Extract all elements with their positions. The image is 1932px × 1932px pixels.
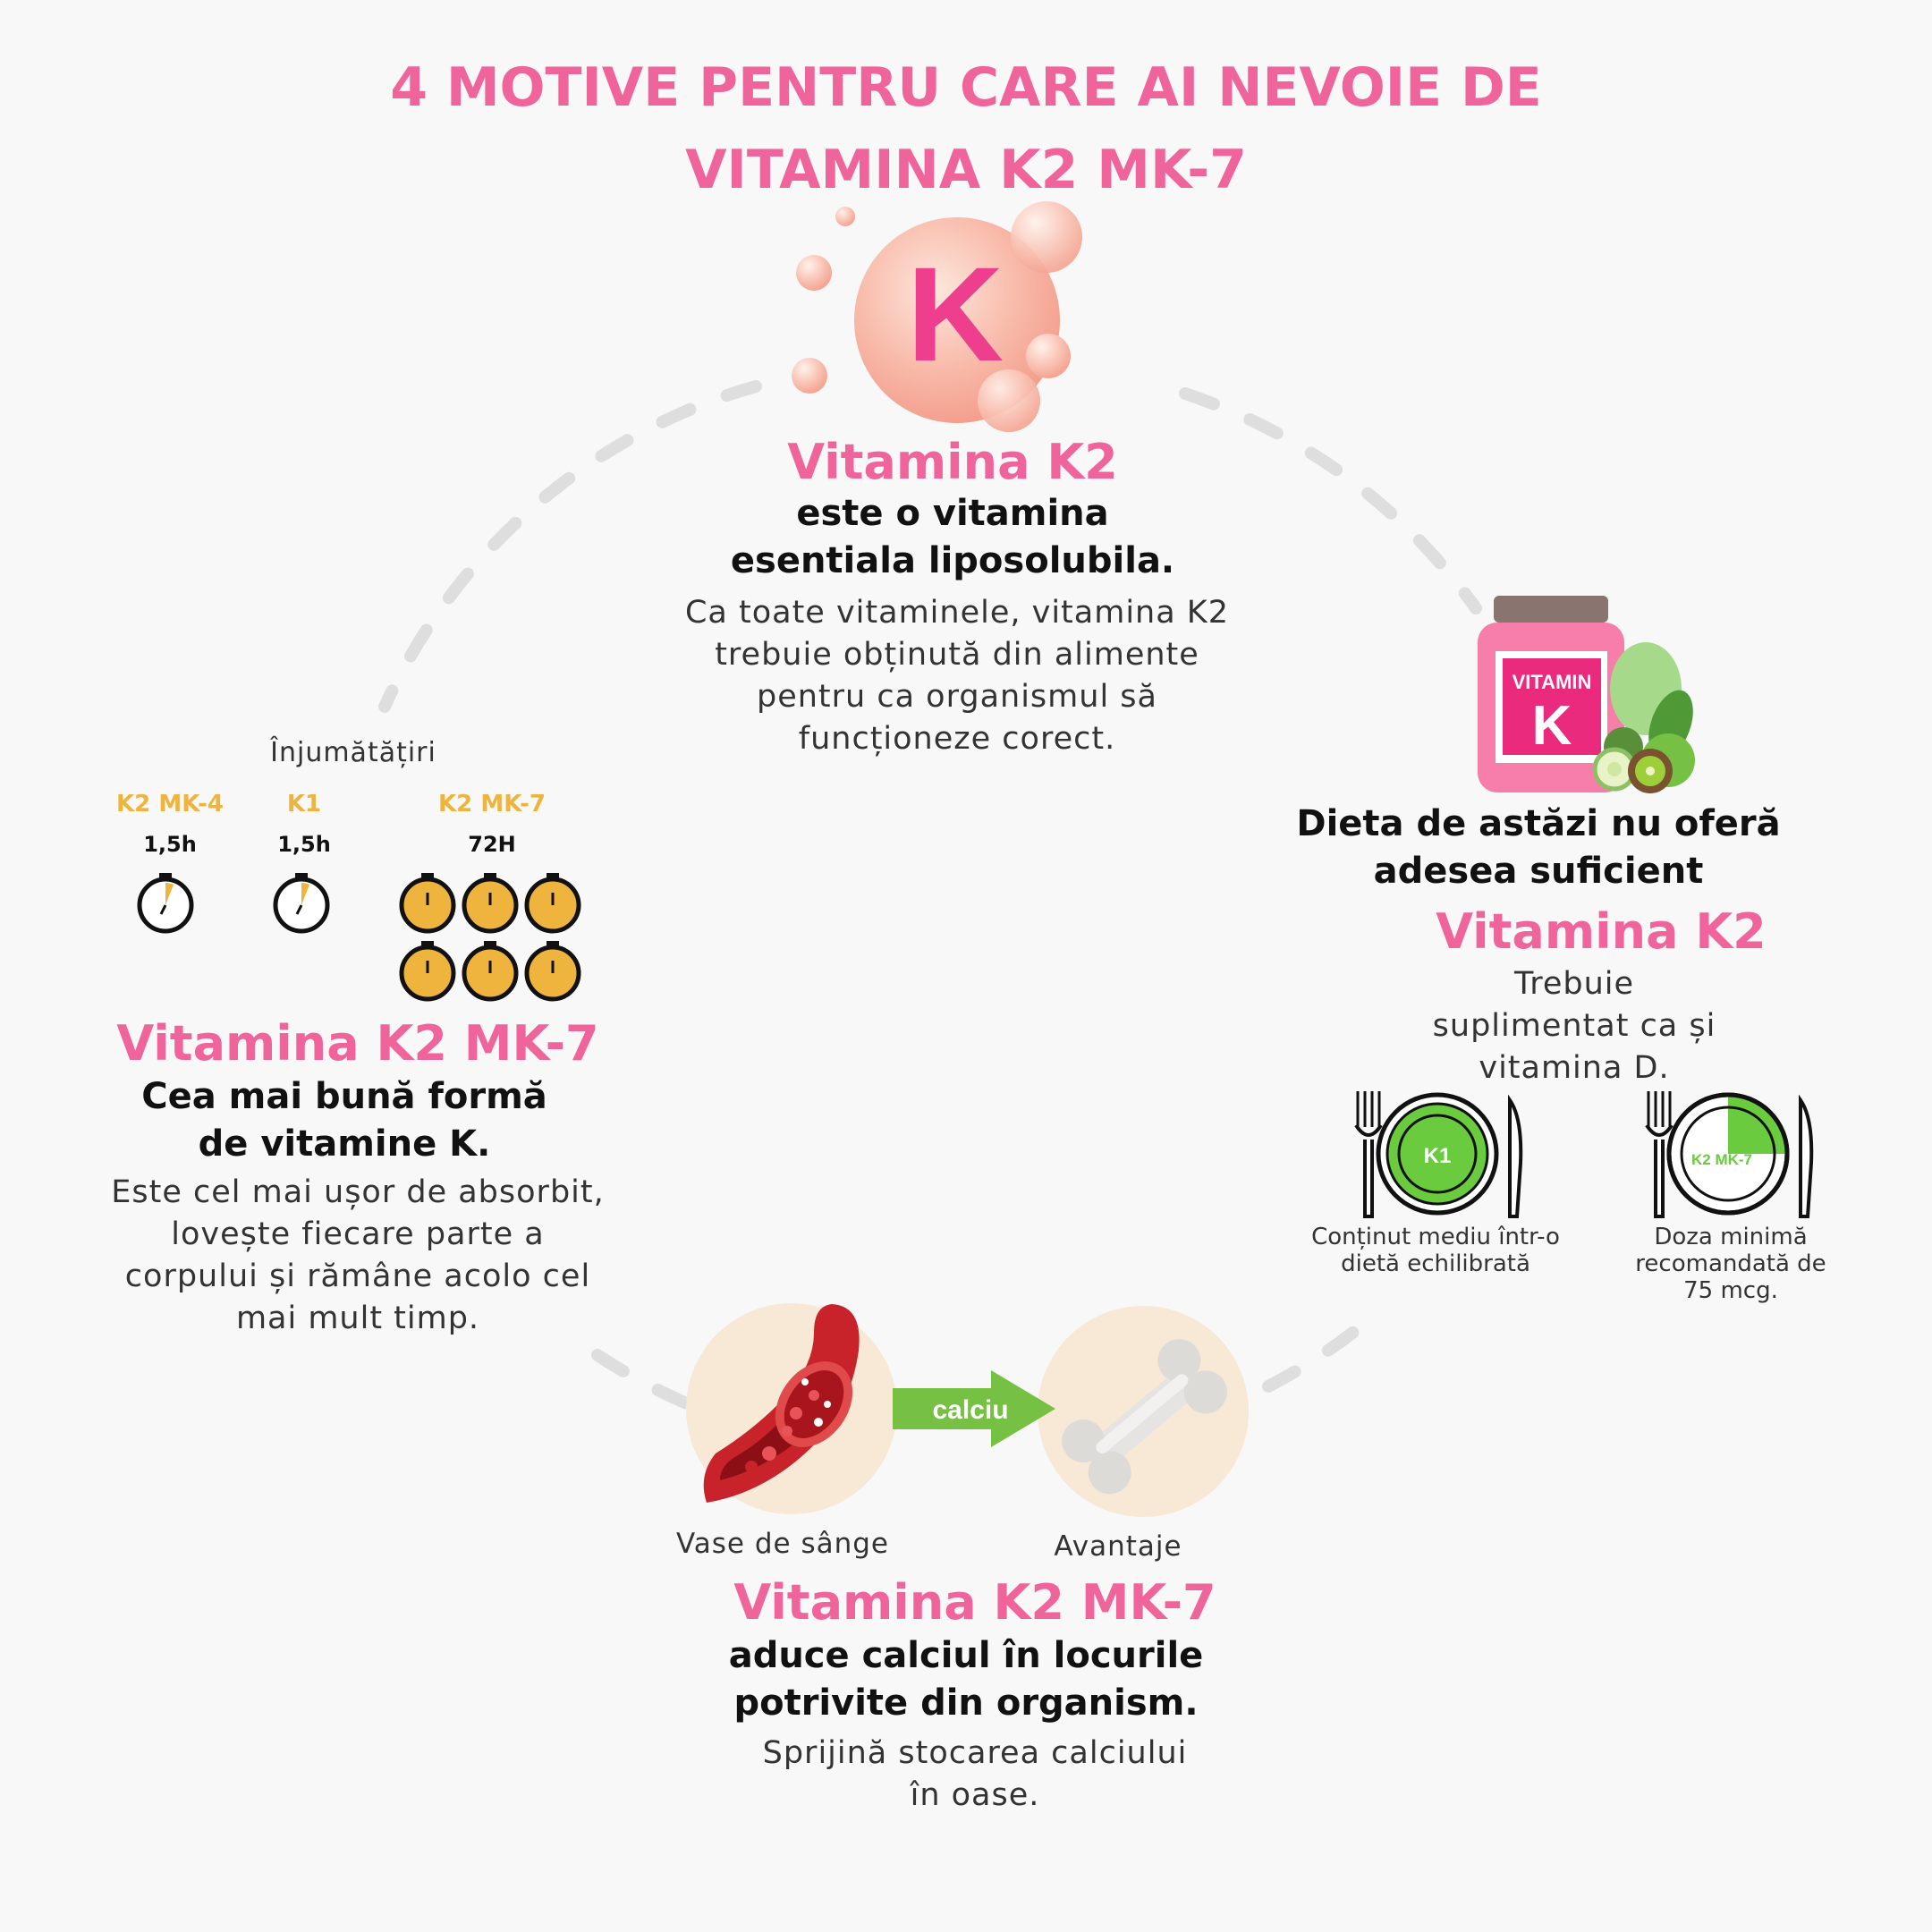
page-title: 4 MOTIVE PENTRU CARE AI NEVOIE DE VITAMI… — [161, 47, 1771, 211]
bottom-bold-line-1: aduce calciul în locurile — [728, 1635, 1204, 1676]
time-k1: 1,5h — [277, 832, 331, 857]
top-body-line: funcționeze corect. — [798, 721, 1116, 757]
plate-mk7-caption-line: Doza minimă — [1654, 1224, 1808, 1250]
vitamin-k-bubble-icon: K — [792, 201, 1082, 432]
bone-icon — [1062, 1339, 1227, 1495]
right-bold-text: Dieta de astăzi nu oferă adesea suficien… — [1288, 801, 1789, 895]
plates-comparison: K1 K2 MK-7 — [1354, 1091, 1814, 1218]
left-body-text: Este cel mai ușor de absorbit, lovește f… — [80, 1172, 635, 1340]
time-mk4: 1,5h — [143, 832, 197, 857]
plate-k1-caption-line: dietă echilibrată — [1341, 1250, 1530, 1277]
left-bold-line-2: de vitamine K. — [198, 1123, 491, 1165]
plate-k1-icon: K1 — [1354, 1091, 1523, 1218]
right-bold-line-2: adesea suficient — [1373, 851, 1704, 892]
form-name-mk4: K2 MK-4 — [116, 791, 224, 818]
plate-mk7-icon: K2 MK-7 — [1645, 1091, 1814, 1218]
stopwatch-mk7-icon — [399, 873, 456, 934]
left-heading: Vitamina K2 MK-7 — [116, 1015, 599, 1072]
top-bold-text: este o vitamina esentiala liposolubila. — [626, 490, 1279, 585]
stopwatch-mk7-icon — [524, 941, 581, 1002]
bottom-bold-text: aduce calciul în locurile potrivite din … — [644, 1632, 1288, 1727]
plate-mk7-caption-line: 75 mcg. — [1683, 1277, 1778, 1304]
title-line-2: VITAMINA K2 MK-7 — [685, 139, 1247, 201]
plate-k1-label: K1 — [1424, 1144, 1452, 1168]
vessel-caption: Vase de sânge — [675, 1528, 890, 1560]
right-bold-line-1: Dieta de astăzi nu oferă — [1296, 803, 1781, 844]
plate-k1-caption-line: Conținut mediu într-o — [1311, 1224, 1560, 1250]
left-body-line: Este cel mai ușor de absorbit, — [111, 1174, 605, 1210]
stopwatch-mk7-icon — [399, 941, 456, 1002]
top-heading: Vitamina K2 — [787, 434, 1118, 490]
right-body-text: Trebuie suplimentat ca și vitamina D. — [1377, 963, 1771, 1089]
arrow-label: calciu — [932, 1395, 1008, 1425]
bottom-heading: Vitamina K2 MK-7 — [733, 1574, 1216, 1631]
top-bold-line-2: esentiala liposolubila. — [730, 540, 1175, 581]
halflife-label: Înjumătățiri — [270, 737, 436, 768]
plate-mk7-caption-line: recomandată de — [1635, 1250, 1826, 1277]
stopwatch-k1-icon — [273, 873, 330, 934]
plate-mk7-label: K2 MK-7 — [1691, 1151, 1752, 1168]
left-body-line: corpului și rămâne acolo cel — [124, 1258, 591, 1294]
left-body-line: mai mult timp. — [235, 1301, 480, 1336]
greens-icon — [1592, 642, 1695, 793]
arrow-right-icon — [893, 1370, 1055, 1447]
top-body-line: Ca toate vitaminele, vitamina K2 — [684, 595, 1230, 631]
top-body-line: trebuie obținută din alimente — [715, 637, 1199, 673]
right-body-line: Trebuie — [1513, 966, 1635, 1002]
bottom-bold-line-2: potrivite din organism. — [733, 1682, 1199, 1724]
left-body-line: lovește fiecare parte a — [171, 1216, 545, 1252]
left-bold-text: Cea mai bună formă de vitamine K. — [80, 1073, 608, 1168]
right-heading: Vitamina K2 — [1436, 903, 1767, 960]
blood-vessel-icon — [703, 1304, 860, 1503]
bottom-body-line: în oase. — [910, 1777, 1040, 1813]
title-line-1: 4 MOTIVE PENTRU CARE AI NEVOIE DE — [390, 56, 1542, 119]
plate-mk7-caption: Doza minimă recomandată de 75 mcg. — [1601, 1224, 1860, 1304]
top-bold-line-1: este o vitamina — [796, 493, 1109, 534]
bone-caption: Avantaje — [1054, 1530, 1182, 1563]
stopwatch-mk7-icon — [524, 873, 581, 934]
jar-label-top: VITAMIN — [1513, 671, 1592, 693]
form-name-mk7: K2 MK-7 — [438, 791, 546, 818]
vitamin-k-jar-icon: VITAMIN K — [1478, 596, 1695, 793]
time-mk7: 72H — [468, 832, 516, 857]
badge-letter: K — [907, 239, 1004, 389]
stopwatch-mk7-icon — [462, 873, 519, 934]
top-body-line: pentru ca organismul să — [757, 679, 1157, 715]
stopwatch-mk7-icon — [462, 941, 519, 1002]
right-body-line: suplimentat ca și — [1432, 1008, 1716, 1044]
stopwatch-icons — [137, 873, 581, 1002]
left-bold-line-1: Cea mai bună formă — [141, 1076, 547, 1117]
bottom-body-text: Sprijină stocarea calciului în oase. — [698, 1733, 1252, 1817]
calcium-flow-illustration: calciu — [686, 1303, 1249, 1517]
stopwatch-mk4-icon — [137, 873, 194, 934]
form-name-k1: K1 — [286, 791, 322, 818]
right-body-line: vitamina D. — [1479, 1050, 1670, 1086]
top-body-text: Ca toate vitaminele, vitamina K2 trebuie… — [626, 592, 1288, 760]
plate-k1-caption: Conținut mediu într-o dietă echilibrată — [1288, 1224, 1583, 1277]
jar-label-letter: K — [1532, 695, 1572, 757]
bottom-body-line: Sprijină stocarea calciului — [762, 1735, 1188, 1771]
